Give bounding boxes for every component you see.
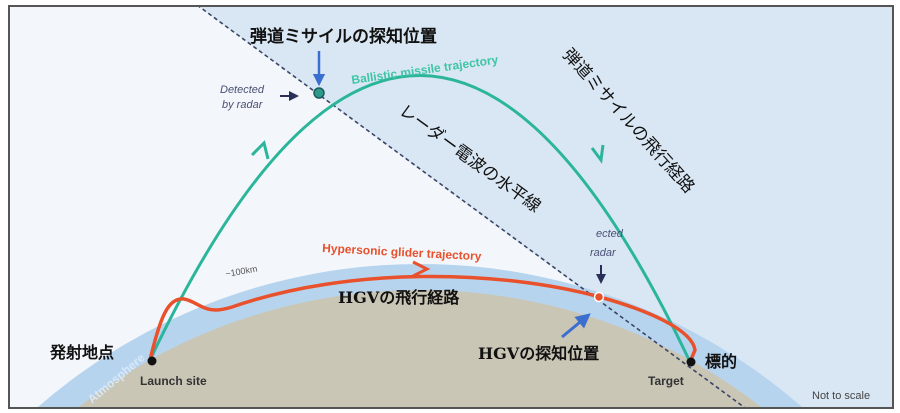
- launch-site-jp-label: 発射地点: [49, 343, 114, 362]
- radar-horizon-line: [197, 6, 747, 408]
- detected-label-line2: by radar: [222, 99, 264, 111]
- hgv-detection-point: [593, 291, 605, 303]
- target-point: [686, 357, 696, 367]
- hgv-detect-label: HGVの探知位置: [478, 344, 599, 363]
- ballistic-detect-label: 弾道ミサイルの探知位置: [250, 26, 437, 47]
- not-to-scale-note: Not to scale: [812, 390, 870, 402]
- target-label: Target: [648, 374, 684, 388]
- detected-label-partial-line1: ected: [596, 228, 624, 240]
- hgv-path-label: HGVの飛行経路: [338, 288, 460, 307]
- hgv-trajectory: [148, 274, 697, 363]
- detected-label-partial-line2: radar: [590, 247, 617, 259]
- detected-label-line1: Detected: [220, 84, 265, 96]
- hgv-detect-arrow-icon: [561, 313, 591, 339]
- earth: [77, 290, 763, 408]
- launch-site-label: Launch site: [140, 374, 207, 388]
- target-jp-label: 標的: [705, 352, 737, 371]
- beyond-radar-horizon-region: [198, 6, 893, 408]
- ballistic-arrow-up-icon: [250, 140, 270, 160]
- hgv-arrow-icon: [412, 260, 431, 278]
- diagram-frame: [8, 5, 894, 409]
- ballistic-detection-point: [313, 87, 325, 99]
- ballistic-trajectory: [148, 74, 692, 363]
- launch-site-point: [147, 356, 157, 366]
- ballistic-arrow-down-icon: [590, 144, 605, 164]
